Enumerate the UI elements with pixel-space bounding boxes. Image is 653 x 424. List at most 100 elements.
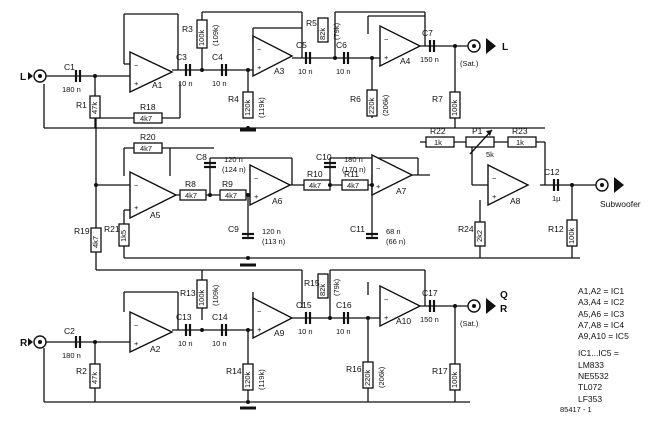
svg-text:10 n: 10 n	[336, 327, 351, 336]
svg-text:R21: R21	[104, 224, 120, 234]
label-a1: A1	[152, 80, 163, 90]
svg-text:10 n: 10 n	[212, 79, 227, 88]
svg-text:C1: C1	[64, 62, 75, 72]
svg-text:−: −	[134, 321, 139, 330]
svg-text:R2: R2	[76, 366, 87, 376]
svg-text:1k: 1k	[434, 138, 442, 147]
svg-text:R13: R13	[180, 288, 196, 298]
svg-text:R: R	[500, 304, 508, 315]
svg-text:180 n: 180 n	[344, 155, 363, 164]
capacitor-c16: C16 10 n	[336, 300, 352, 336]
svg-text:C4: C4	[212, 52, 223, 62]
svg-text:5k: 5k	[486, 150, 494, 159]
svg-text:R19: R19	[74, 226, 90, 236]
svg-text:C11: C11	[350, 224, 365, 234]
svg-text:120k: 120k	[243, 371, 252, 388]
svg-text:C6: C6	[336, 40, 347, 50]
svg-text:(170 n): (170 n)	[342, 165, 366, 174]
svg-text:R4: R4	[228, 94, 239, 104]
resistor-r5: 82k(79k)R5	[306, 17, 341, 43]
svg-text:4k7: 4k7	[225, 191, 237, 200]
svg-text:−: −	[384, 295, 389, 304]
label-a8: A8	[510, 196, 521, 206]
svg-text:−: −	[134, 61, 139, 70]
svg-text:(206k): (206k)	[377, 366, 386, 388]
output-jack-left: L(Sat.)	[460, 38, 508, 68]
svg-text:−: −	[257, 307, 262, 316]
svg-text:R15: R15	[304, 278, 320, 288]
capacitor-c1: C1 180 n	[62, 62, 82, 94]
label-a6: A6	[272, 196, 283, 206]
svg-text:(206k): (206k)	[381, 94, 390, 116]
svg-text:4k7: 4k7	[140, 114, 152, 123]
capacitor-c3: C3 10 n	[176, 52, 193, 88]
svg-text:Subwoofer: Subwoofer	[600, 199, 641, 209]
svg-text:+: +	[254, 192, 259, 201]
svg-text:180 n: 180 n	[62, 85, 81, 94]
capacitor-c4: C4 10 n	[212, 52, 228, 88]
ic-line: A7,A8 = IC4	[578, 319, 625, 330]
opamp-a1: −+	[129, 50, 174, 94]
opamp-a4: −+	[379, 24, 422, 68]
svg-text:C5: C5	[296, 40, 307, 50]
svg-text:C3: C3	[176, 52, 187, 62]
svg-text:C10: C10	[316, 152, 332, 162]
wires-top-channel	[43, 11, 545, 129]
svg-text:100k: 100k	[450, 99, 459, 116]
opamp-a6: −+	[249, 163, 292, 207]
svg-text:82k: 82k	[318, 28, 327, 40]
svg-text:180 n: 180 n	[62, 351, 81, 360]
svg-text:+: +	[134, 203, 139, 212]
svg-text:+: +	[384, 53, 389, 62]
svg-text:C12: C12	[544, 167, 560, 177]
svg-text:68 n: 68 n	[386, 227, 401, 236]
svg-text:C16: C16	[336, 300, 352, 310]
input-jack-right: R	[20, 335, 47, 349]
label-a10: A10	[396, 316, 411, 326]
label-a5: A5	[150, 210, 161, 220]
svg-text:82k: 82k	[318, 284, 327, 296]
resistor-r6: 220k(206k)R6	[350, 89, 390, 117]
svg-text:+: +	[257, 63, 262, 72]
svg-text:4k7: 4k7	[140, 144, 152, 153]
svg-text:Q: Q	[500, 290, 508, 301]
svg-text:+: +	[492, 192, 497, 201]
svg-text:−: −	[134, 181, 139, 190]
svg-text:220k: 220k	[363, 369, 372, 386]
svg-text:(119k): (119k)	[257, 369, 266, 390]
label-a7: A7	[396, 186, 407, 196]
svg-text:R14: R14	[226, 366, 242, 376]
svg-text:10 n: 10 n	[178, 79, 193, 88]
svg-text:+: +	[134, 79, 139, 88]
capacitor-c6: C6 10 n	[336, 40, 351, 76]
svg-text:C7: C7	[422, 28, 433, 38]
figure-number: 85417 - 1	[560, 405, 592, 414]
svg-text:(79k): (79k)	[332, 22, 341, 40]
svg-text:10 n: 10 n	[336, 67, 351, 76]
ic-type: TL072	[578, 382, 603, 393]
opamp-a7: −+	[371, 153, 414, 197]
svg-text:100k: 100k	[197, 289, 206, 306]
svg-text:C13: C13	[176, 312, 192, 322]
capacitor-c10: C10 180 n(170 n)	[316, 152, 366, 174]
svg-text:−: −	[492, 174, 497, 183]
svg-text:(109k): (109k)	[211, 284, 220, 306]
output-jack-right: QR(Sat.)	[460, 290, 508, 328]
